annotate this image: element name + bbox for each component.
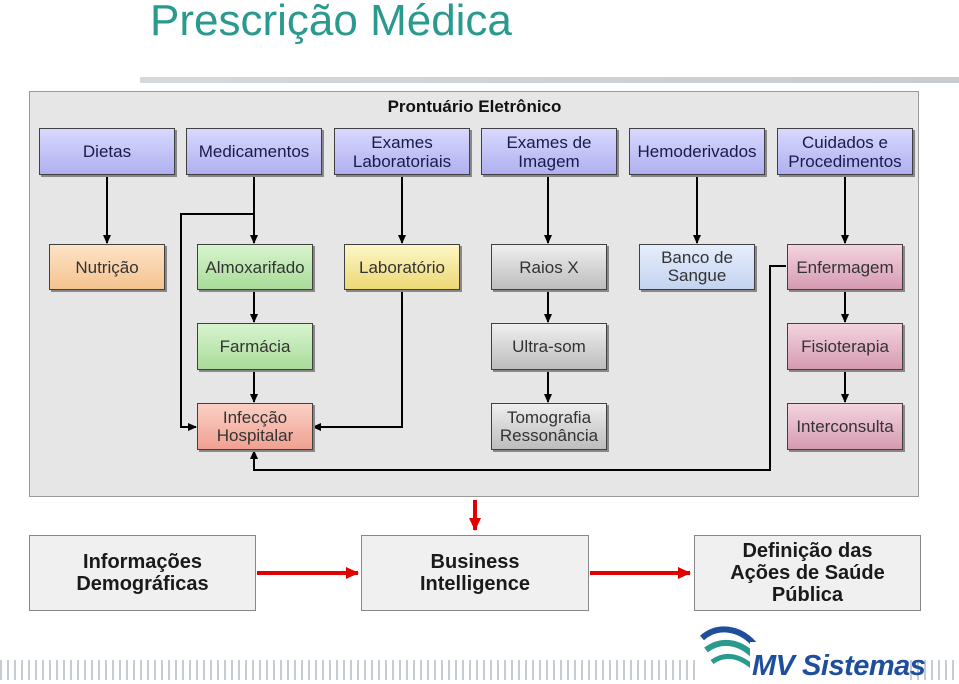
box-infeccao-hospitalar: Infecção Hospitalar <box>197 403 313 450</box>
box-exames-imagem: Exames de Imagem <box>481 128 617 175</box>
panel-title: Prontuário Eletrônico <box>387 97 562 116</box>
box-cuidados-procedimentos: Cuidados e Procedimentos <box>777 128 913 175</box>
box-laboratorio: Laboratório <box>344 244 460 290</box>
box-definicao-acoes: Definição das Ações de Saúde Pública <box>694 535 921 611</box>
arrow-enfermagem-infeccao <box>250 265 786 471</box>
box-medicamentos: Medicamentos <box>186 128 322 175</box>
box-almoxarifado: Almoxarifado <box>197 244 313 290</box>
arrow-laboratorio-infeccao <box>312 291 403 431</box>
mv-sistemas-logo-icon <box>700 620 910 682</box>
box-dietas: Dietas <box>39 128 175 175</box>
arrow-medicamentos-infeccao <box>180 213 254 431</box>
box-business-intelligence: Business Intelligence <box>361 535 589 611</box>
box-raios-x: Raios X <box>491 244 607 290</box>
logo-text: MV Sistemas <box>752 650 926 682</box>
box-nutricao: Nutrição <box>49 244 165 290</box>
box-informacoes-demograficas: Informações Demográficas <box>29 535 256 611</box>
box-enfermagem: Enfermagem <box>787 244 903 290</box>
box-interconsulta: Interconsulta <box>787 403 903 450</box>
page-title: Prescrição Médica <box>150 0 512 45</box>
box-ultra-som: Ultra-som <box>491 323 607 370</box>
box-banco-de-sangue: Banco de Sangue <box>639 244 755 290</box>
box-hemoderivados: Hemoderivados <box>629 128 765 175</box>
box-farmacia: Farmácia <box>197 323 313 370</box>
box-fisioterapia: Fisioterapia <box>787 323 903 370</box>
box-exames-laboratoriais: Exames Laboratoriais <box>334 128 470 175</box>
box-tomografia-ressonancia: Tomografia Ressonância <box>491 403 607 450</box>
title-underline <box>140 77 959 83</box>
